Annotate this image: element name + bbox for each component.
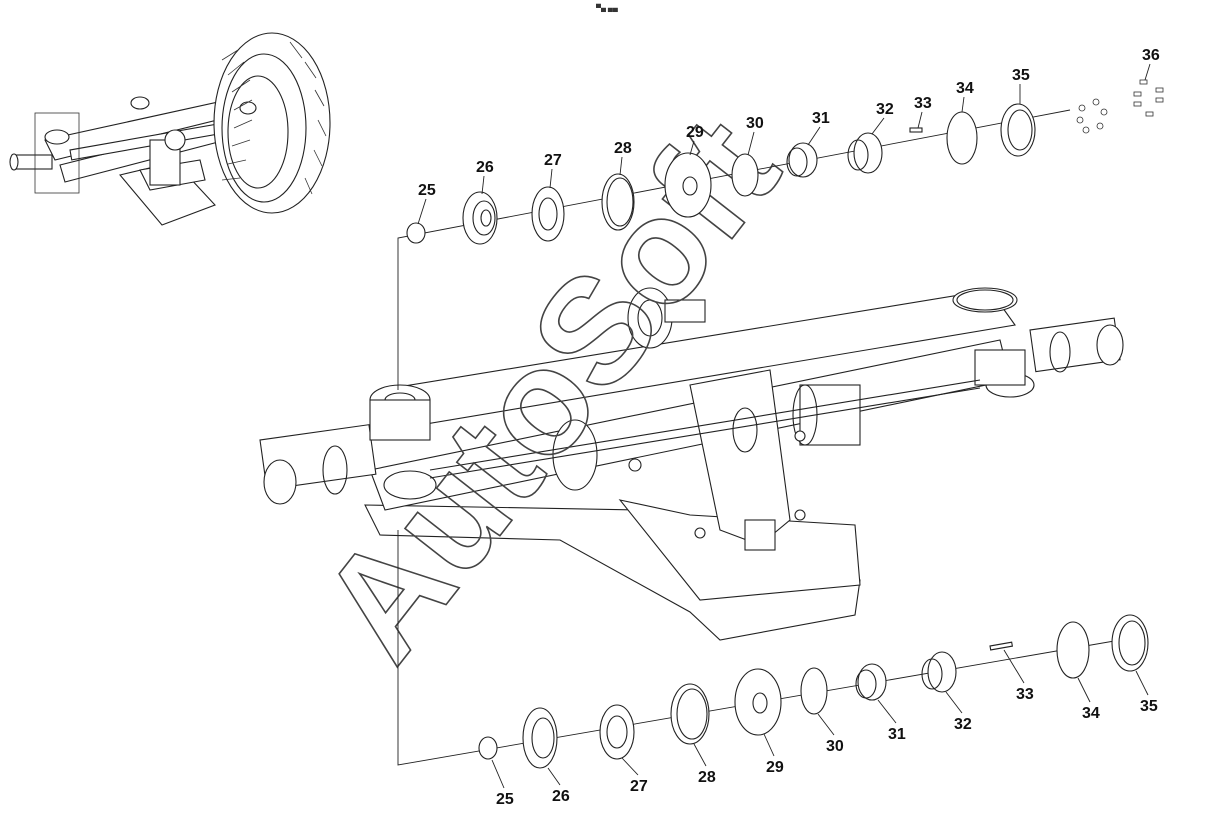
label-upper-34: 34 bbox=[956, 80, 974, 97]
label-upper-30: 30 bbox=[746, 115, 764, 132]
label-lower-25: 25 bbox=[496, 791, 514, 808]
part-34-lower bbox=[1056, 621, 1090, 679]
label-upper-25: 25 bbox=[418, 182, 436, 199]
part-33-lower bbox=[989, 641, 1013, 651]
inset-thumbnail bbox=[9, 32, 331, 226]
label-lower-35: 35 bbox=[1140, 698, 1158, 715]
part-31-lower bbox=[857, 663, 887, 701]
label-upper-29: 29 bbox=[686, 124, 704, 141]
lower-labels: 25 26 27 28 29 30 31 32 33 34 35 bbox=[491, 649, 1158, 808]
part-27-lower bbox=[599, 704, 635, 760]
part-26-lower bbox=[522, 707, 558, 769]
part-36-upper bbox=[1076, 79, 1164, 134]
part-30-lower bbox=[800, 667, 828, 715]
label-lower-26: 26 bbox=[552, 788, 570, 805]
label-lower-33: 33 bbox=[1016, 686, 1034, 703]
part-35-upper bbox=[1000, 103, 1036, 157]
label-lower-34: 34 bbox=[1082, 705, 1100, 722]
label-upper-33: 33 bbox=[914, 95, 932, 112]
part-30-upper bbox=[731, 153, 759, 197]
part-31-upper bbox=[788, 142, 818, 178]
label-upper-35: 35 bbox=[1012, 67, 1030, 84]
lower-exploded-parts bbox=[397, 530, 1149, 769]
label-upper-32: 32 bbox=[876, 101, 894, 118]
part-25-upper bbox=[406, 222, 426, 244]
part-35-lower bbox=[1111, 614, 1149, 672]
label-upper-31: 31 bbox=[812, 110, 830, 127]
label-lower-27: 27 bbox=[630, 778, 648, 795]
label-lower-32: 32 bbox=[954, 716, 972, 733]
axle-housing bbox=[259, 287, 1124, 641]
part-29-lower bbox=[734, 668, 782, 736]
label-lower-29: 29 bbox=[766, 759, 784, 776]
part-27-upper bbox=[531, 186, 565, 242]
label-upper-36: 36 bbox=[1142, 47, 1160, 64]
part-34-upper bbox=[946, 111, 978, 165]
part-29-upper bbox=[664, 152, 712, 218]
label-lower-31: 31 bbox=[888, 726, 906, 743]
label-upper-28: 28 bbox=[614, 140, 632, 157]
label-lower-30: 30 bbox=[826, 738, 844, 755]
upper-labels: 25 26 27 28 29 30 31 32 33 34 35 36 bbox=[417, 47, 1160, 225]
label-upper-26: 26 bbox=[476, 159, 494, 176]
label-upper-27: 27 bbox=[544, 152, 562, 169]
top-mark: ▀▄ ▄▄ bbox=[596, 3, 618, 13]
label-lower-28: 28 bbox=[698, 769, 716, 786]
part-26-upper bbox=[462, 191, 498, 245]
part-33-upper bbox=[909, 127, 923, 133]
part-25-lower bbox=[478, 736, 498, 760]
upper-exploded-parts bbox=[397, 79, 1164, 390]
